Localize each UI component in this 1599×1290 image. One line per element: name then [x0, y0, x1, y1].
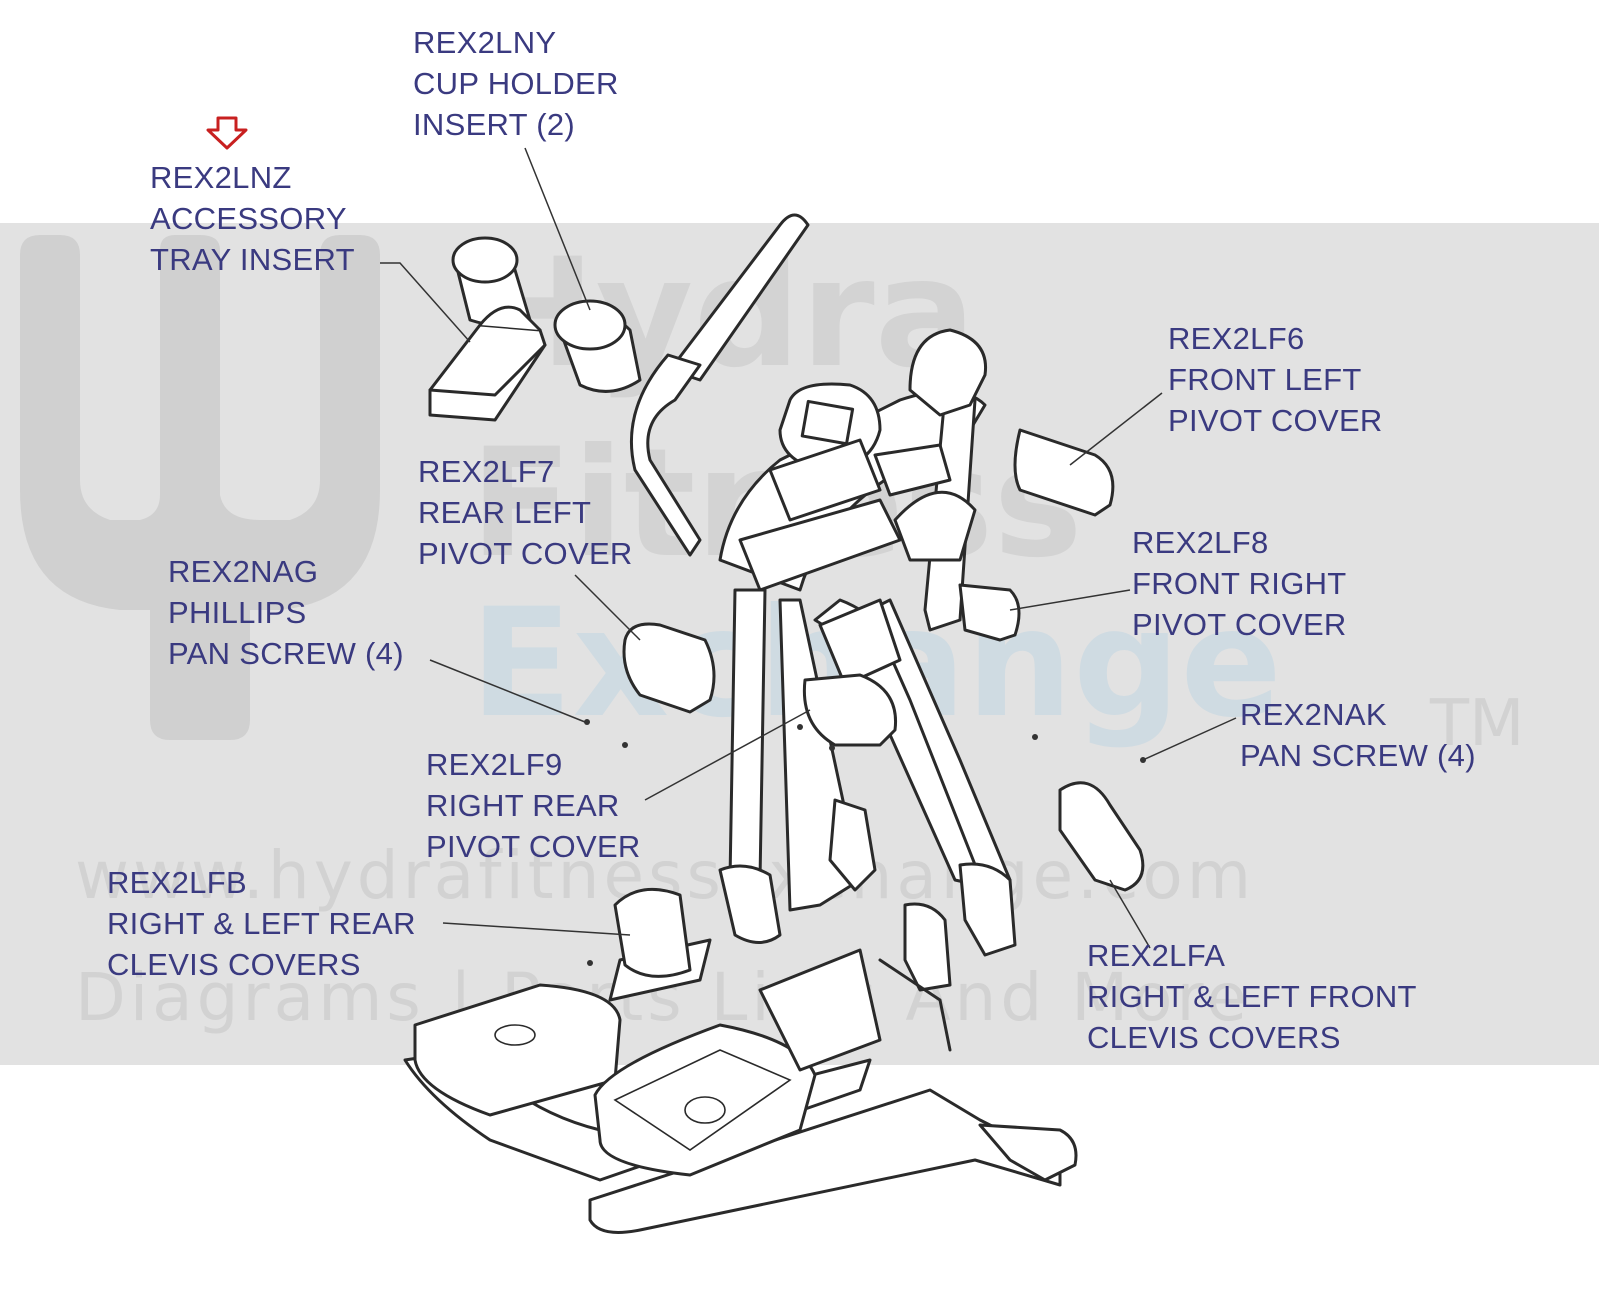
right-rear-pivot-cover-part	[802, 673, 898, 747]
part-number: REX2LFB	[107, 865, 247, 900]
part-description: PAN SCREW (4)	[168, 636, 404, 671]
screw-dot	[584, 719, 590, 725]
callout-rex2lfb: REX2LFB RIGHT & LEFT REAR CLEVIS COVERS	[107, 862, 416, 985]
part-number: REX2LF6	[1168, 321, 1305, 356]
screw-dot	[797, 724, 803, 730]
leader-lines	[380, 147, 1237, 949]
front-clevis-cover-part-a	[1058, 781, 1145, 892]
part-number: REX2LFA	[1087, 938, 1226, 973]
part-number: REX2NAK	[1240, 697, 1387, 732]
screw-dot	[829, 745, 835, 751]
part-description: FRONT LEFT	[1168, 362, 1362, 397]
elliptical-line-art	[403, 213, 1078, 1234]
screw-dot	[587, 960, 593, 966]
callout-rex2lfa: REX2LFA RIGHT & LEFT FRONT CLEVIS COVERS	[1087, 935, 1417, 1058]
callout-rex2lf7: REX2LF7 REAR LEFT PIVOT COVER	[418, 451, 633, 574]
callout-rex2lf6: REX2LF6 FRONT LEFT PIVOT COVER	[1168, 318, 1383, 441]
part-description: RIGHT & LEFT FRONT	[1087, 979, 1417, 1014]
part-number: REX2LF9	[426, 747, 563, 782]
callout-rex2lny: REX2LNY CUP HOLDER INSERT (2)	[413, 22, 619, 145]
part-description: PAN SCREW (4)	[1240, 738, 1476, 773]
part-description: CLEVIS COVERS	[107, 947, 361, 982]
part-description: INSERT (2)	[413, 107, 576, 142]
front-left-pivot-cover-part	[1013, 428, 1115, 517]
part-description: TRAY INSERT	[150, 242, 355, 277]
part-description: PHILLIPS	[168, 595, 307, 630]
part-description: PIVOT COVER	[418, 536, 633, 571]
watermark-logo	[20, 235, 380, 740]
screw-dot	[622, 742, 628, 748]
part-number: REX2LF7	[418, 454, 555, 489]
part-description: REAR LEFT	[418, 495, 592, 530]
part-description: PIVOT COVER	[1132, 607, 1347, 642]
part-number: REX2LNZ	[150, 160, 292, 195]
callout-rex2nag: REX2NAG PHILLIPS PAN SCREW (4)	[168, 551, 404, 674]
rear-left-pivot-cover-part	[622, 622, 716, 714]
part-description: FRONT RIGHT	[1132, 566, 1347, 601]
part-description: PIVOT COVER	[426, 829, 641, 864]
callout-rex2nak: REX2NAK PAN SCREW (4)	[1240, 694, 1476, 776]
part-description: CLEVIS COVERS	[1087, 1020, 1341, 1055]
callout-rex2lf8: REX2LF8 FRONT RIGHT PIVOT COVER	[1132, 522, 1347, 645]
screw-dot	[1032, 734, 1038, 740]
callout-rex2lnz: REX2LNZ ACCESSORY TRAY INSERT	[150, 157, 355, 280]
front-clevis-cover-part-b	[828, 798, 877, 892]
part-number: REX2LNY	[413, 25, 557, 60]
part-number: REX2NAG	[168, 554, 319, 589]
accessory-tray-insert-part	[428, 305, 547, 422]
part-description: CUP HOLDER	[413, 66, 619, 101]
part-description: ACCESSORY	[150, 201, 347, 236]
part-description: RIGHT & LEFT REAR	[107, 906, 416, 941]
watermark-trademark: TM	[1429, 687, 1524, 761]
part-number: REX2LF8	[1132, 525, 1269, 560]
front-right-pivot-cover-part	[958, 583, 1021, 642]
callout-rex2lf9: REX2LF9 RIGHT REAR PIVOT COVER	[426, 744, 641, 867]
down-arrow-outline-icon	[206, 116, 248, 150]
part-description: PIVOT COVER	[1168, 403, 1383, 438]
part-description: RIGHT REAR	[426, 788, 620, 823]
